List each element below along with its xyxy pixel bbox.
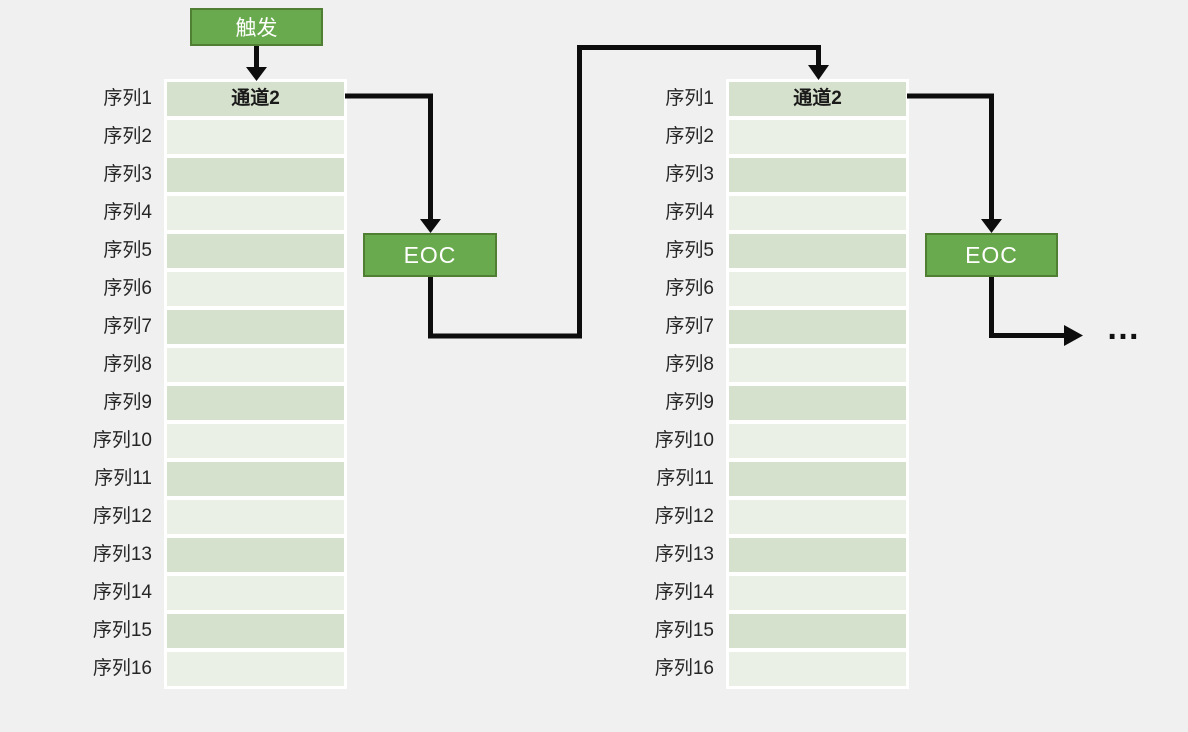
sequence-cell	[729, 576, 906, 610]
sequence-cell	[167, 158, 344, 192]
sequence-label: 序列3	[665, 164, 714, 185]
table2-to-eoc2-arrow	[907, 93, 1002, 233]
sequence-cell	[729, 120, 906, 154]
sequence-cell	[167, 310, 344, 344]
table1-to-eoc1-arrow	[345, 93, 441, 233]
sequence-cell	[729, 310, 906, 344]
sequence-labels-table2: 序列1 序列2 序列3 序列4 序列5 序列6 序列7 序列8 序列9 序列10 序列11 序列12 序…	[624, 82, 714, 690]
sequence-cell	[729, 234, 906, 268]
sequence-label: 序列1	[103, 88, 152, 109]
sequence-cell	[729, 652, 906, 686]
sequence-label: 序列15	[92, 620, 152, 641]
sequence-cell	[729, 424, 906, 458]
sequence-label: 序列7	[665, 316, 714, 337]
channel-cell: 通道2	[729, 82, 906, 116]
sequence-label: 序列5	[665, 240, 714, 261]
sequence-label: 序列14	[92, 582, 152, 603]
sequence-labels-table1: 序列1 序列2 序列3 序列4 序列5 序列6 序列7 序列8 序列9 序列10 序列11 序列12 序…	[62, 82, 152, 690]
sequence-label: 序列12	[92, 506, 152, 527]
sequence-cell	[729, 348, 906, 382]
sequence-label: 序列7	[103, 316, 152, 337]
eoc-box-1: EOC	[363, 233, 497, 277]
sequence-cell	[729, 386, 906, 420]
sequence-label: 序列10	[654, 430, 714, 451]
sequence-label: 序列6	[103, 278, 152, 299]
sequence-cell	[729, 500, 906, 534]
sequence-label: 序列11	[94, 468, 152, 489]
sequence-label: 序列8	[103, 354, 152, 375]
sequence-label: 序列9	[665, 392, 714, 413]
sequence-label: 序列8	[665, 354, 714, 375]
sequence-cell	[167, 500, 344, 534]
sequence-label: 序列16	[92, 658, 152, 679]
sequence-cell	[167, 234, 344, 268]
sequence-cell	[729, 272, 906, 306]
sequence-cell	[729, 614, 906, 648]
sequence-cell	[167, 538, 344, 572]
sequence-label: 序列1	[665, 88, 714, 109]
sequence-label: 序列5	[103, 240, 152, 261]
sequence-cell	[167, 576, 344, 610]
sequence-label: 序列12	[654, 506, 714, 527]
sequence-cell	[167, 614, 344, 648]
sequence-label: 序列13	[92, 544, 152, 565]
trigger-box: 触发	[190, 8, 323, 46]
sequence-cells-table1: 通道2	[164, 79, 347, 689]
sequence-cells-table2: 通道2	[726, 79, 909, 689]
sequence-label: 序列6	[665, 278, 714, 299]
sequence-cell	[167, 652, 344, 686]
sequence-label: 序列11	[656, 468, 714, 489]
sequence-label: 序列16	[654, 658, 714, 679]
sequence-cell	[167, 272, 344, 306]
sequence-cell	[729, 196, 906, 230]
continuation-ellipsis: …	[1106, 309, 1142, 347]
sequence-label: 序列15	[654, 620, 714, 641]
eoc-label-1: EOC	[403, 241, 457, 268]
trigger-label: 触发	[235, 17, 278, 40]
sequence-cell	[729, 538, 906, 572]
sequence-cell	[729, 158, 906, 192]
sequence-cell	[167, 386, 344, 420]
sequence-label: 序列3	[103, 164, 152, 185]
sequence-cell	[167, 120, 344, 154]
sequence-label: 序列14	[654, 582, 714, 603]
sequence-cell	[167, 462, 344, 496]
sequence-label: 序列2	[665, 126, 714, 147]
sequence-label: 序列4	[665, 202, 714, 223]
sequence-label: 序列4	[103, 202, 152, 223]
sequence-cell	[729, 462, 906, 496]
sequence-cell	[167, 196, 344, 230]
sequence-cell	[167, 348, 344, 382]
channel-cell: 通道2	[167, 82, 344, 116]
trigger-to-table1-arrow	[246, 46, 267, 81]
sequence-label: 序列2	[103, 126, 152, 147]
sequence-label: 序列9	[103, 392, 152, 413]
sequence-cell	[167, 424, 344, 458]
eoc-box-2: EOC	[925, 233, 1058, 277]
sequence-label: 序列10	[92, 430, 152, 451]
eoc-label-2: EOC	[965, 241, 1018, 268]
eoc2-to-next-arrow	[989, 277, 1083, 346]
sequence-label: 序列13	[654, 544, 714, 565]
